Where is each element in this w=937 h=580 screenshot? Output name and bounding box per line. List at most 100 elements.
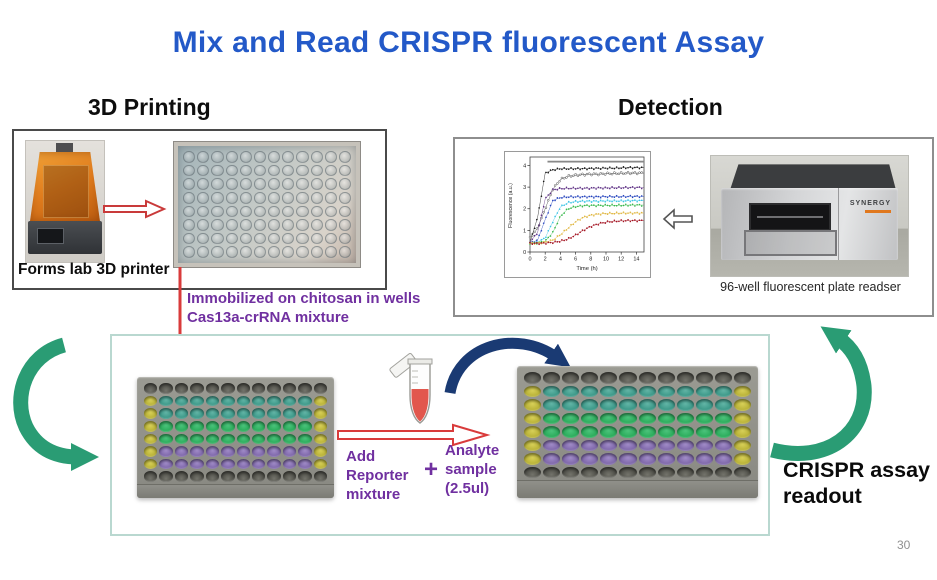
well-teal (581, 399, 599, 411)
plate-base (137, 484, 334, 498)
well-clear (310, 164, 323, 177)
well-yellow (733, 385, 751, 397)
well-empty (190, 471, 204, 482)
well-purple (714, 439, 732, 451)
printer-base (28, 220, 102, 254)
svg-text:12: 12 (618, 256, 624, 262)
svg-text:3: 3 (523, 185, 526, 191)
well-clear (296, 178, 309, 190)
well-empty (676, 372, 694, 384)
well-clear (183, 246, 196, 258)
well-green (562, 412, 580, 424)
well-empty (524, 466, 542, 478)
well-empty (221, 471, 235, 482)
well-empty (714, 372, 732, 384)
svg-text:2: 2 (523, 207, 526, 213)
well-clear (324, 191, 337, 204)
well-empty (190, 383, 204, 394)
curved-arrow-navy-icon (444, 337, 571, 395)
well-clear (268, 219, 281, 231)
assay-plate-before (137, 377, 334, 498)
well-clear (296, 164, 309, 177)
assay-plate-after (517, 366, 758, 498)
well-yellow (524, 399, 542, 411)
svg-text:1: 1 (523, 228, 526, 234)
well-purple (298, 458, 312, 470)
well-clear (310, 246, 323, 258)
well-empty (695, 466, 713, 478)
well-yellow (733, 453, 751, 465)
well-clear (268, 232, 281, 245)
well-purple (159, 446, 173, 457)
well-clear (324, 219, 337, 231)
well-empty (733, 372, 751, 384)
well-clear (253, 205, 266, 218)
well-yellow (313, 458, 327, 470)
well-empty (251, 383, 266, 394)
page-number: 30 (897, 538, 911, 552)
well-empty (581, 372, 599, 384)
well-green (581, 412, 599, 424)
well-clear (268, 246, 281, 258)
well-purple (298, 446, 312, 457)
well-clear (183, 232, 196, 245)
reader-tray (743, 230, 837, 256)
reader-orange-accent (865, 209, 892, 213)
well-green (174, 433, 189, 445)
well-empty (174, 471, 189, 482)
well-clear (239, 232, 252, 245)
well-empty (695, 372, 713, 384)
well-green (657, 426, 675, 438)
well-purple (190, 446, 204, 457)
well-clear (211, 205, 224, 218)
tube-icon (389, 353, 433, 424)
well-green (159, 420, 173, 432)
well-green (714, 412, 732, 424)
well-teal (543, 385, 561, 397)
well-clear (282, 178, 295, 190)
well-teal (174, 408, 189, 419)
well-yellow (144, 395, 158, 407)
well-teal (205, 395, 220, 407)
well-empty (159, 383, 173, 394)
well-clear (268, 151, 281, 163)
well-green (298, 433, 312, 445)
svg-text:4: 4 (559, 256, 562, 262)
well-yellow (733, 426, 751, 438)
well-purple (562, 439, 580, 451)
well-empty (562, 466, 580, 478)
well-green (174, 420, 189, 432)
plate-wells (524, 372, 751, 478)
well-green (251, 420, 266, 432)
well-green (267, 420, 281, 432)
well-teal (221, 395, 235, 407)
well-clear (253, 219, 266, 231)
well-teal (159, 395, 173, 407)
plate-base (517, 480, 758, 498)
well-yellow (313, 408, 327, 419)
well-empty (144, 471, 158, 482)
well-clear (239, 178, 252, 190)
well-green (236, 433, 250, 445)
well-clear (197, 164, 210, 177)
well-empty (600, 466, 618, 478)
well-clear (225, 178, 238, 190)
well-empty (313, 383, 327, 394)
well-clear (338, 178, 351, 190)
well-purple (695, 453, 713, 465)
printer-top-tab (55, 143, 73, 155)
svg-text:0: 0 (523, 250, 526, 256)
svg-text:8: 8 (589, 256, 592, 262)
well-green (600, 412, 618, 424)
well-purple (267, 446, 281, 457)
well-empty (205, 471, 220, 482)
well-clear (282, 232, 295, 245)
well-empty (313, 471, 327, 482)
well-clear (197, 178, 210, 190)
well-clear (211, 191, 224, 204)
well-clear (197, 246, 210, 258)
well-clear (211, 246, 224, 258)
well-green (159, 433, 173, 445)
well-teal (600, 385, 618, 397)
